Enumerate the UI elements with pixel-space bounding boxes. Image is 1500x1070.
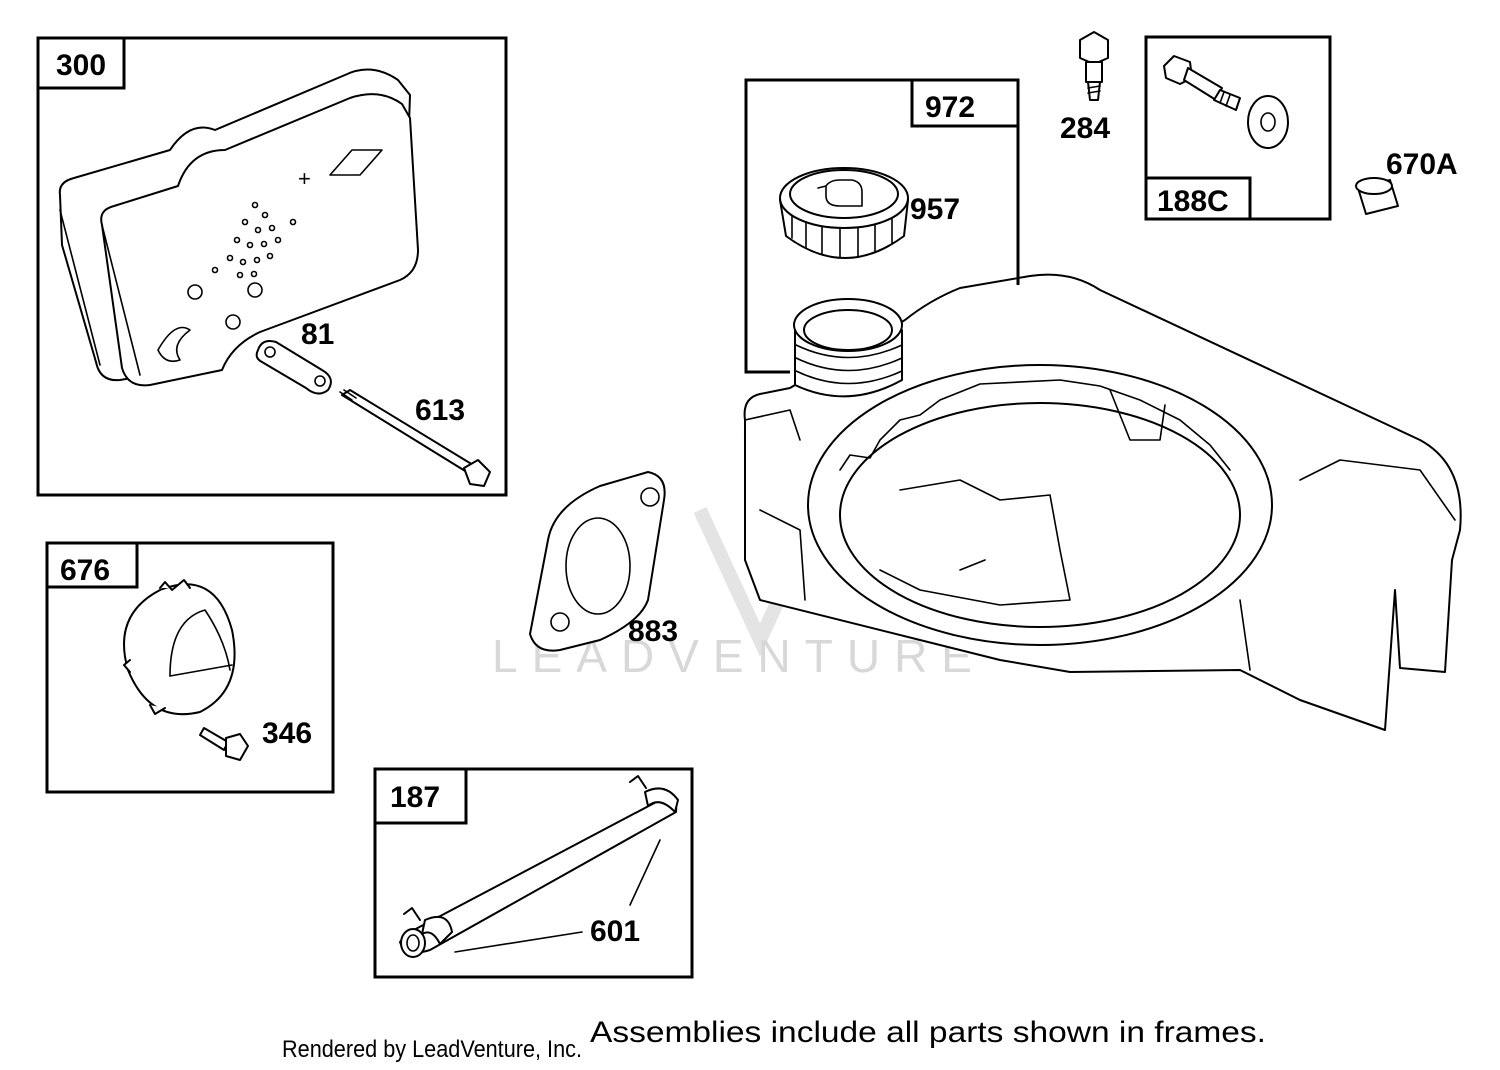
frame-187-tag: [373, 767, 468, 825]
vent-holes: [211, 201, 297, 279]
frame-188C-tag: [1144, 176, 1252, 221]
gasket-part: [529, 471, 666, 652]
frame-300-label: 300: [56, 49, 106, 82]
bolt-284-part: [1079, 31, 1109, 101]
frame-972: 972: [744, 78, 1020, 374]
frame-187-border: [373, 767, 694, 979]
frame-676-border: [45, 541, 335, 794]
hose-clamp-upper: [644, 787, 679, 813]
arrestor-screen-part: [123, 579, 236, 716]
spacer-part: [1355, 177, 1399, 215]
deflector-plate-part: [255, 340, 332, 395]
frame-300-border: [36, 36, 508, 497]
warning-symbol-icon: [157, 326, 191, 363]
frame-972-label: 972: [925, 91, 975, 124]
leader-601-lower: [454, 931, 583, 953]
part-284-label: 284: [1060, 112, 1110, 145]
frame-188C-label: 188C: [1157, 185, 1229, 218]
muffler-bolt-hole-lower: [225, 314, 241, 330]
frame-187: 187 601: [373, 767, 694, 979]
plus-symbol-icon: +: [298, 166, 311, 191]
frame-676-label: 676: [60, 554, 110, 587]
part-81-label: 81: [301, 318, 334, 351]
part-601-label: 601: [590, 915, 640, 948]
muffler-part: +: [58, 68, 419, 387]
frame-676-tag: [45, 541, 139, 589]
hose-clamp-lower: [421, 916, 453, 945]
fuel-pump-icon: [825, 179, 863, 207]
brand-logo-icon: [329, 149, 383, 176]
frame-188C: 188C: [1144, 35, 1332, 221]
fuel-cap-part: [779, 167, 909, 259]
footer-note: Assemblies include all parts shown in fr…: [590, 1016, 1266, 1049]
part-670A-label: 670A: [1386, 148, 1458, 181]
frame-300-tag: [36, 36, 126, 90]
fuel-tank-part: [743, 273, 1462, 731]
frame-187-label: 187: [390, 781, 440, 814]
footer: Rendered by LeadVenture, Inc. Assemblies…: [282, 1016, 1266, 1063]
fuel-line-part: [399, 775, 679, 958]
washer-part: [1247, 95, 1289, 149]
frame-676: 676 346: [45, 541, 335, 794]
frame-972-border: [744, 78, 1020, 374]
long-screw-part: [339, 389, 491, 487]
shoulder-bolt-part: [1163, 55, 1241, 111]
arrestor-screw-part: [199, 727, 249, 761]
part-613-label: 613: [415, 394, 465, 427]
part-883-label: 883: [628, 615, 678, 648]
frame-972-tag: [910, 78, 1020, 128]
leader-601-upper: [629, 839, 661, 906]
muffler-bolt-hole-side: [247, 282, 263, 298]
footer-credit: Rendered by LeadVenture, Inc.: [282, 1036, 582, 1063]
frame-300: 300 +: [36, 36, 508, 497]
part-346-label: 346: [262, 717, 312, 750]
part-957-label: 957: [910, 193, 960, 226]
muffler-bolt-hole-upper: [187, 284, 203, 300]
